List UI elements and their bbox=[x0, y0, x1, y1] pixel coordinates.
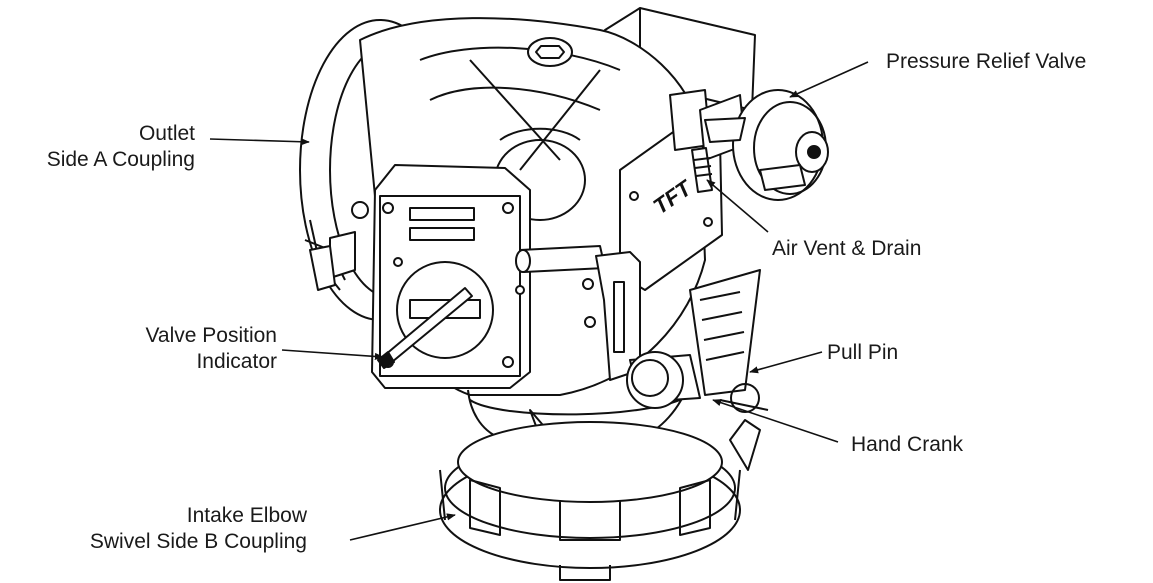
indicator-plate bbox=[371, 164, 531, 389]
hand-crank-label: Hand Crank bbox=[851, 432, 963, 458]
pressure-relief-leader bbox=[789, 61, 869, 98]
air-vent-leader bbox=[706, 179, 769, 233]
intake-elbow-label: Intake Elbow Swivel Side B Coupling bbox=[90, 503, 307, 555]
hand-crank-assembly bbox=[515, 245, 701, 409]
hand-crank-text: Hand Crank bbox=[851, 433, 964, 456]
hand-crank-leader bbox=[712, 399, 839, 443]
pressure-relief-valve-label: Pressure Relief Valve bbox=[886, 49, 1086, 75]
valve-position-leader bbox=[281, 349, 384, 361]
valve-position-line1: Valve Position bbox=[145, 324, 277, 347]
valve-position-indicator-label: Valve Position Indicator bbox=[145, 323, 277, 375]
pull-pin-leader bbox=[749, 351, 823, 374]
outlet-line1: Outlet bbox=[138, 122, 195, 145]
air-vent-drain-text: Air Vent & Drain bbox=[772, 237, 922, 260]
outlet-leader bbox=[209, 138, 310, 146]
air-vent-drain-label: Air Vent & Drain bbox=[772, 236, 921, 262]
pull-pin bbox=[689, 269, 769, 471]
pressure-relief-valve-text: Pressure Relief Valve bbox=[886, 50, 1087, 73]
intake-leader bbox=[349, 513, 456, 541]
pull-pin-text: Pull Pin bbox=[827, 341, 899, 364]
intake-line1: Intake Elbow bbox=[186, 504, 307, 527]
intake-elbow bbox=[439, 379, 741, 581]
valve-position-line2: Indicator bbox=[196, 350, 277, 373]
outlet-coupling-label: Outlet Side A Coupling bbox=[47, 121, 195, 173]
intake-line2: Swivel Side B Coupling bbox=[89, 530, 307, 553]
outlet-line2: Side A Coupling bbox=[46, 148, 195, 171]
pull-pin-label: Pull Pin bbox=[827, 340, 898, 366]
left-hardware bbox=[309, 201, 369, 291]
